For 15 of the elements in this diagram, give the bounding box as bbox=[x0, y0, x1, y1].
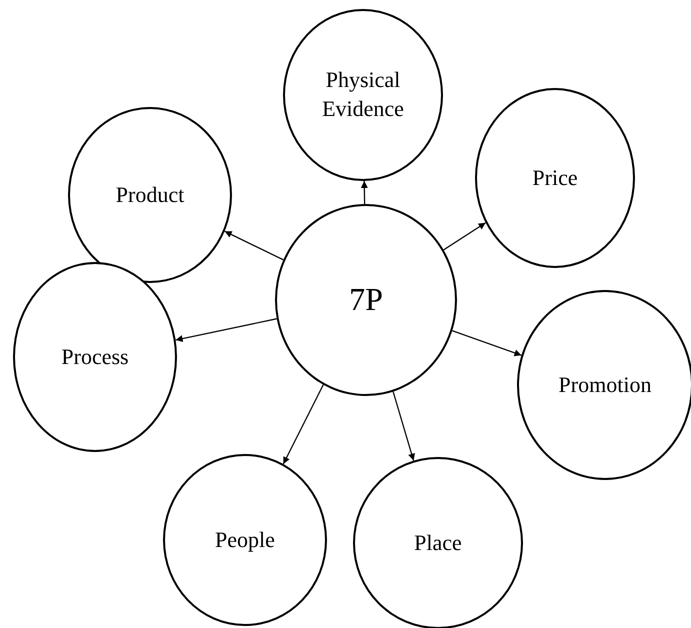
node-label: Place bbox=[413, 528, 463, 557]
node-label: Process bbox=[60, 342, 130, 371]
arrow bbox=[282, 384, 324, 464]
arrow bbox=[443, 222, 486, 250]
arrow bbox=[224, 230, 284, 260]
arrow bbox=[360, 180, 368, 204]
node-label: Promotion bbox=[558, 370, 652, 399]
node-label: Product bbox=[114, 180, 186, 209]
arrow bbox=[452, 330, 522, 356]
arrow bbox=[392, 391, 415, 461]
node-label: People bbox=[214, 526, 276, 554]
arrow bbox=[176, 318, 277, 342]
node-label: 7P bbox=[348, 280, 384, 320]
node-label: Price bbox=[531, 164, 579, 192]
node-label: Physical Evidence bbox=[321, 66, 405, 123]
